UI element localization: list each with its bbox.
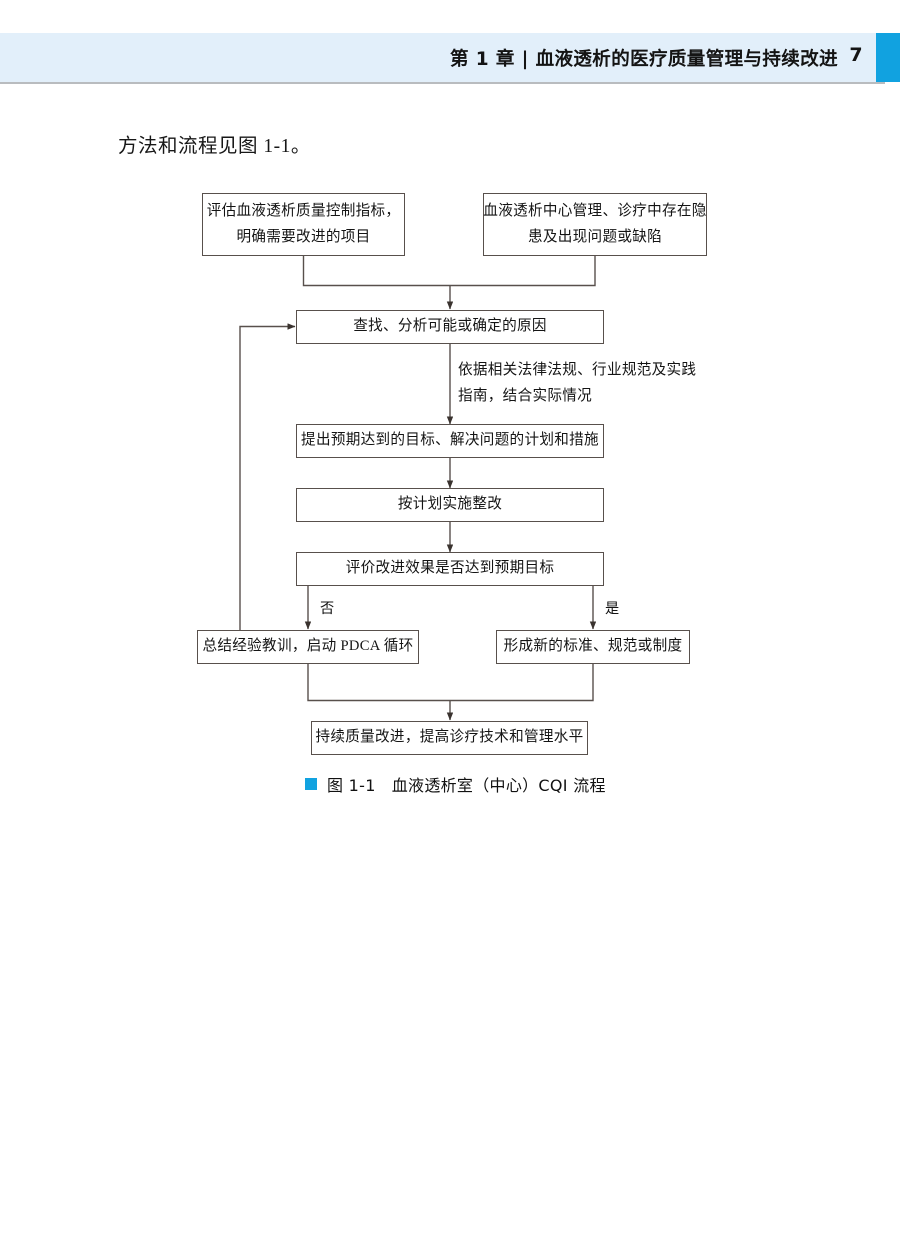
flow-node-implement-label: 按计划实施整改 — [397, 496, 503, 513]
flow-node-assess-indicators: 评估血液透析质量控制指标， 明确需要改进的项目 — [202, 193, 405, 256]
flow-node-new-standard-label: 形成新的标准、规范或制度 — [503, 638, 683, 655]
page-number: 7 — [849, 44, 863, 66]
flow-node-find-causes: 查找、分析可能或确定的原因 — [296, 310, 604, 344]
flow-node-evaluate: 评价改进效果是否达到预期目标 — [296, 552, 604, 586]
intro-paragraph: 方法和流程见图 1-1。 — [118, 136, 311, 157]
flow-node-assess-indicators-line2: 明确需要改进的项目 — [236, 228, 371, 245]
page-header-blue-tab — [876, 33, 900, 82]
flow-node-center-problems-line1: 血液透析中心管理、诊疗中存在隐 — [483, 203, 707, 220]
flow-edge-note-basis-line1: 依据相关法律法规、行业规范及实践 — [458, 362, 697, 378]
page-header-rule — [0, 82, 885, 84]
flow-node-continuous-improve: 持续质量改进，提高诊疗技术和管理水平 — [311, 721, 588, 755]
page-header-band — [0, 33, 900, 82]
flow-node-evaluate-label: 评价改进效果是否达到预期目标 — [345, 560, 555, 577]
flow-node-assess-indicators-line1: 评估血液透析质量控制指标， — [206, 203, 401, 220]
flow-branch-label-no: 否 — [320, 601, 335, 617]
flow-node-propose-plan: 提出预期达到的目标、解决问题的计划和措施 — [296, 424, 604, 458]
flow-edge-note-basis: 依据相关法律法规、行业规范及实践 指南，结合实际情况 — [458, 358, 696, 410]
figure-caption: 图 1-1 血液透析室（中心）CQI 流程 — [305, 772, 606, 796]
flow-branch-label-yes: 是 — [605, 601, 620, 617]
flow-edge-note-basis-line2: 指南，结合实际情况 — [458, 387, 593, 404]
flow-node-lessons-pdca-label: 总结经验教训，启动 PDCA 循环 — [202, 638, 414, 655]
figure-caption-number: 图 1-1 — [327, 776, 376, 795]
flow-node-implement: 按计划实施整改 — [296, 488, 604, 522]
page-title: 第 1 章 | 血液透析的医疗质量管理与持续改进 — [450, 49, 838, 70]
square-bullet-icon — [305, 778, 317, 790]
flow-node-center-problems: 血液透析中心管理、诊疗中存在隐 患及出现问题或缺陷 — [483, 193, 707, 256]
flow-node-propose-plan-label: 提出预期达到的目标、解决问题的计划和措施 — [301, 432, 599, 449]
flow-node-center-problems-line2: 患及出现问题或缺陷 — [527, 228, 663, 245]
flow-node-lessons-pdca: 总结经验教训，启动 PDCA 循环 — [197, 630, 419, 664]
flow-node-continuous-improve-label: 持续质量改进，提高诊疗技术和管理水平 — [315, 729, 584, 746]
figure-caption-title: 血液透析室（中心）CQI 流程 — [391, 776, 606, 795]
flow-node-new-standard: 形成新的标准、规范或制度 — [496, 630, 690, 664]
flow-node-find-causes-label: 查找、分析可能或确定的原因 — [353, 318, 547, 335]
